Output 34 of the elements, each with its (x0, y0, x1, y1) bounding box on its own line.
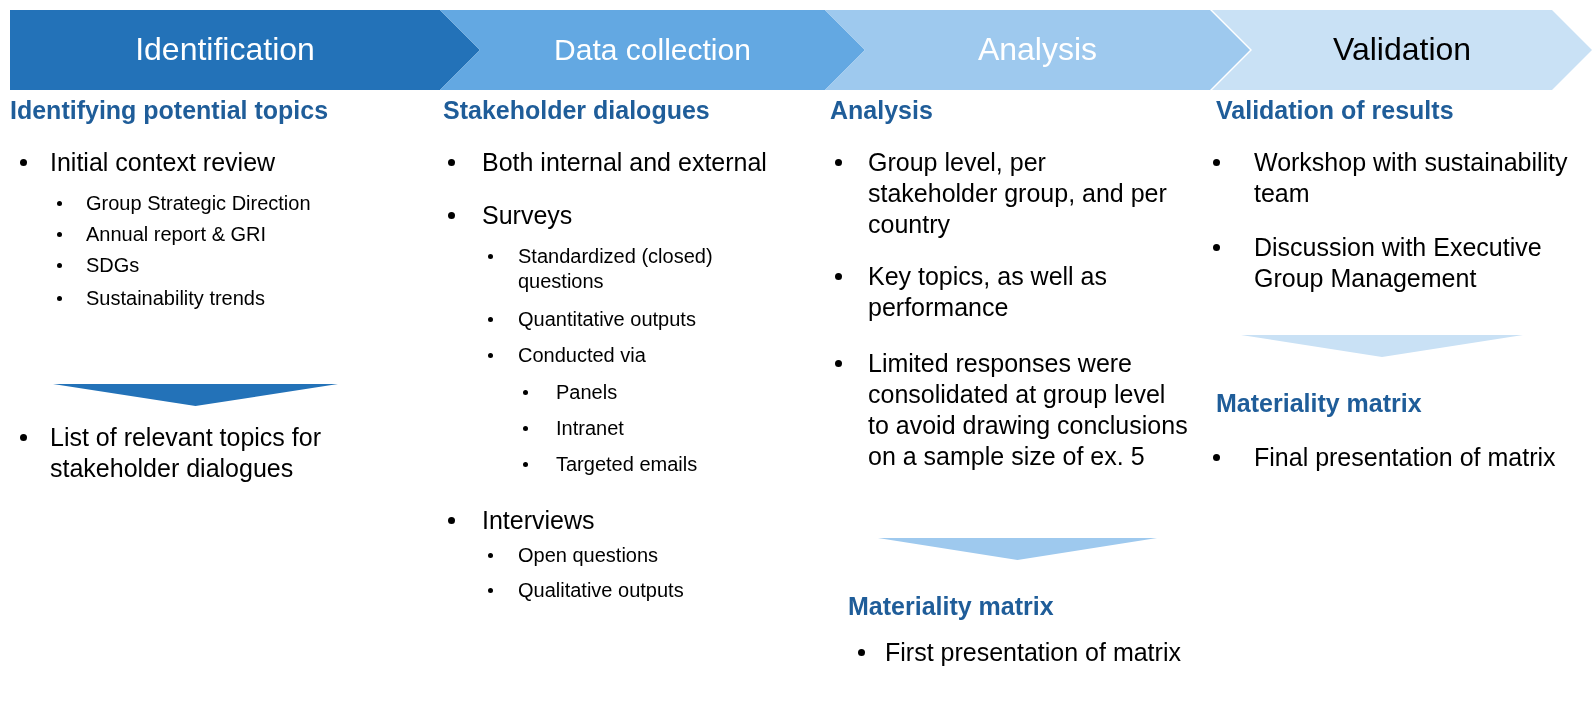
bullet-text: Limited responses were consolidated at group level to avoid drawing conclusions on a sample size of ex. 5 (868, 347, 1189, 472)
section-heading: Analysis (830, 95, 934, 125)
bullet-text: Final presentation of matrix (1254, 441, 1557, 473)
section-heading: Materiality matrix (848, 591, 1055, 621)
bullet-text: Intranet (556, 415, 625, 441)
section-heading: Materiality matrix (1216, 388, 1423, 418)
step-title: Data collection (554, 34, 751, 66)
step-title: Validation (1332, 33, 1472, 67)
bullet-text: Standardized (closed) questions (518, 243, 714, 294)
bullet-text: Initial context review (50, 146, 277, 178)
bullet-text: Sustainability trends (86, 285, 266, 311)
bullet-text: List of relevant topics for stakeholder dialogues (50, 421, 322, 484)
section-heading: Stakeholder dialogues (443, 95, 711, 125)
bullet-text: Quantitative outputs (518, 306, 697, 332)
bullet-text: Targeted emails (556, 451, 699, 477)
step-title: Identification (135, 33, 315, 67)
section-heading: Identifying potential topics (10, 95, 330, 125)
bullet-text: Group Strategic Direction (86, 190, 312, 216)
bullet-text: Both internal and external (482, 146, 768, 178)
section-heading: Validation of results (1216, 95, 1455, 125)
bullet-text: Group level, per stakeholder group, and per country (868, 146, 1168, 240)
bullet-text: Discussion with Executive Group Management (1254, 231, 1543, 294)
bullet-text: First presentation of matrix (885, 636, 1182, 668)
bullet-text: Qualitative outputs (518, 577, 685, 603)
bullet-text: Annual report & GRI (86, 221, 268, 247)
bullet-text: Key topics, as well as performance (868, 260, 1108, 323)
bullet-text: Conducted via (518, 342, 647, 368)
bullet-text: Workshop with sustainability team (1254, 146, 1569, 209)
bullet-text: SDGs (86, 252, 141, 278)
bullet-text: Surveys (482, 199, 574, 231)
bullet-text: Open questions (518, 542, 660, 568)
bullet-text: Interviews (482, 504, 596, 536)
bullet-text: Panels (556, 379, 619, 405)
step-title: Analysis (977, 33, 1098, 67)
